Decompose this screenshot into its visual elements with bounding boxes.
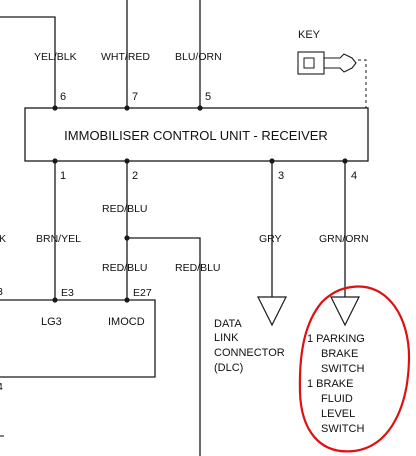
- switch-label-4: 1 BRAKE: [307, 378, 353, 390]
- dlc-label-3: CONNECTOR: [214, 347, 285, 359]
- wire-label-blu-orn: BLU/ORN: [175, 51, 222, 63]
- wire-label-brn-yel: BRN/YEL: [36, 233, 81, 245]
- top-wires: [0, 0, 201, 95]
- control-unit-box: [24, 107, 369, 162]
- switch-label-7: SWITCH: [321, 423, 364, 435]
- connector-e3: E3: [61, 287, 74, 299]
- left-edge-text-2: 3: [0, 286, 3, 298]
- pin-5: 5: [205, 91, 211, 103]
- switch-label-3: SWITCH: [321, 363, 364, 375]
- label-imocd: IMOCD: [108, 316, 145, 328]
- splice-dot: [124, 235, 130, 241]
- pin-7: 7: [132, 91, 138, 103]
- pin-2: 2: [132, 170, 138, 182]
- key-label: KEY: [298, 29, 321, 41]
- dlc-label-4: (DLC): [214, 362, 243, 374]
- wire-label-wht-red: WHT/RED: [101, 51, 150, 63]
- pin-6: 6: [60, 91, 66, 103]
- switch-ground-symbol: [330, 296, 360, 327]
- red-annotation-circle: [298, 285, 411, 453]
- wire-yel-blk: [0, 16, 56, 95]
- wire-label-gry: GRY: [259, 233, 282, 245]
- label-lg3: LG3: [41, 316, 62, 328]
- left-edge-text-1: K: [0, 233, 6, 245]
- pin-3: 3: [278, 170, 284, 182]
- switch-label-1: 1 PARKING: [307, 333, 365, 345]
- key-icon: [297, 51, 357, 75]
- wire-red-blu-branch: [127, 237, 201, 456]
- dlc-label-1: DATA: [214, 318, 242, 330]
- switch-label-6: LEVEL: [321, 408, 355, 420]
- wire-label-red-blu-lower: RED/BLU: [102, 262, 148, 274]
- wire-label-grn-orn: GRN/ORN: [319, 233, 369, 245]
- wire-label-yel-blk: YEL/BLK: [34, 51, 77, 63]
- connector-e27: E27: [133, 287, 152, 299]
- wire-label-red-blu-upper: RED/BLU: [102, 203, 148, 215]
- pin-1: 1: [60, 170, 66, 182]
- switch-label-5: FLUID: [321, 393, 353, 405]
- switch-label-2: BRAKE: [321, 348, 358, 360]
- wire-label-red-blu-branch: RED/BLU: [175, 262, 221, 274]
- lower-module-box: [0, 299, 156, 378]
- control-unit-title: IMMOBILISER CONTROL UNIT - RECEIVER: [64, 128, 328, 143]
- dlc-label-2: LINK: [214, 332, 239, 344]
- pin-4: 4: [351, 170, 357, 182]
- key-link-dashed: [358, 59, 367, 108]
- left-edge-text-3: 4: [0, 381, 3, 393]
- dlc-ground-symbol: [257, 296, 287, 327]
